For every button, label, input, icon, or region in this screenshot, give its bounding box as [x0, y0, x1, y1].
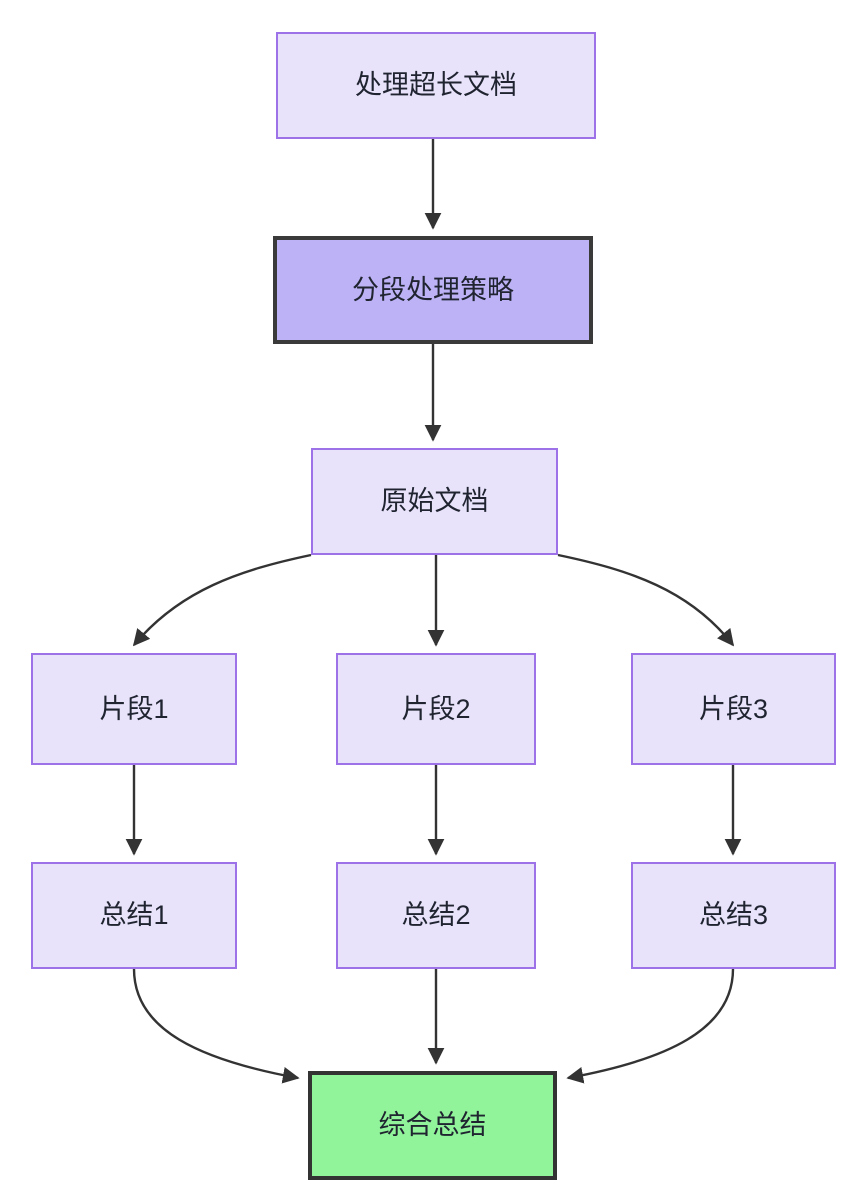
node-chunk-2[interactable]: 片段2 [336, 653, 536, 765]
node-summary-1-label: 总结1 [99, 900, 169, 931]
node-chunk-1[interactable]: 片段1 [31, 653, 237, 765]
node-source-document[interactable]: 原始文档 [311, 448, 558, 555]
node-root[interactable]: 处理超长文档 [276, 32, 596, 139]
node-summary-2-label: 总结2 [401, 900, 471, 931]
node-chunk-3-label: 片段3 [698, 693, 769, 724]
node-strategy[interactable]: 分段处理策略 [273, 236, 593, 344]
edge-source-to-chunk1 [132, 553, 312, 647]
edge-source-to-chunk3 [557, 553, 735, 647]
node-chunk-1-label: 片段1 [99, 693, 169, 724]
node-summary-2[interactable]: 总结2 [336, 862, 536, 969]
node-chunk-2-label: 片段2 [401, 693, 471, 724]
edge-summary3-to-final [566, 968, 735, 1084]
node-source-document-label: 原始文档 [380, 486, 489, 517]
node-summary-3-label: 总结3 [698, 900, 769, 931]
node-strategy-label: 分段处理策略 [352, 274, 514, 305]
node-chunk-3[interactable]: 片段3 [631, 653, 836, 765]
node-final-summary[interactable]: 综合总结 [308, 1071, 557, 1180]
node-summary-3[interactable]: 总结3 [631, 862, 836, 969]
edge-summary1-to-final [132, 968, 300, 1084]
node-summary-1[interactable]: 总结1 [31, 862, 237, 969]
node-root-label: 处理超长文档 [355, 70, 517, 101]
node-final-summary-label: 综合总结 [378, 1110, 487, 1141]
